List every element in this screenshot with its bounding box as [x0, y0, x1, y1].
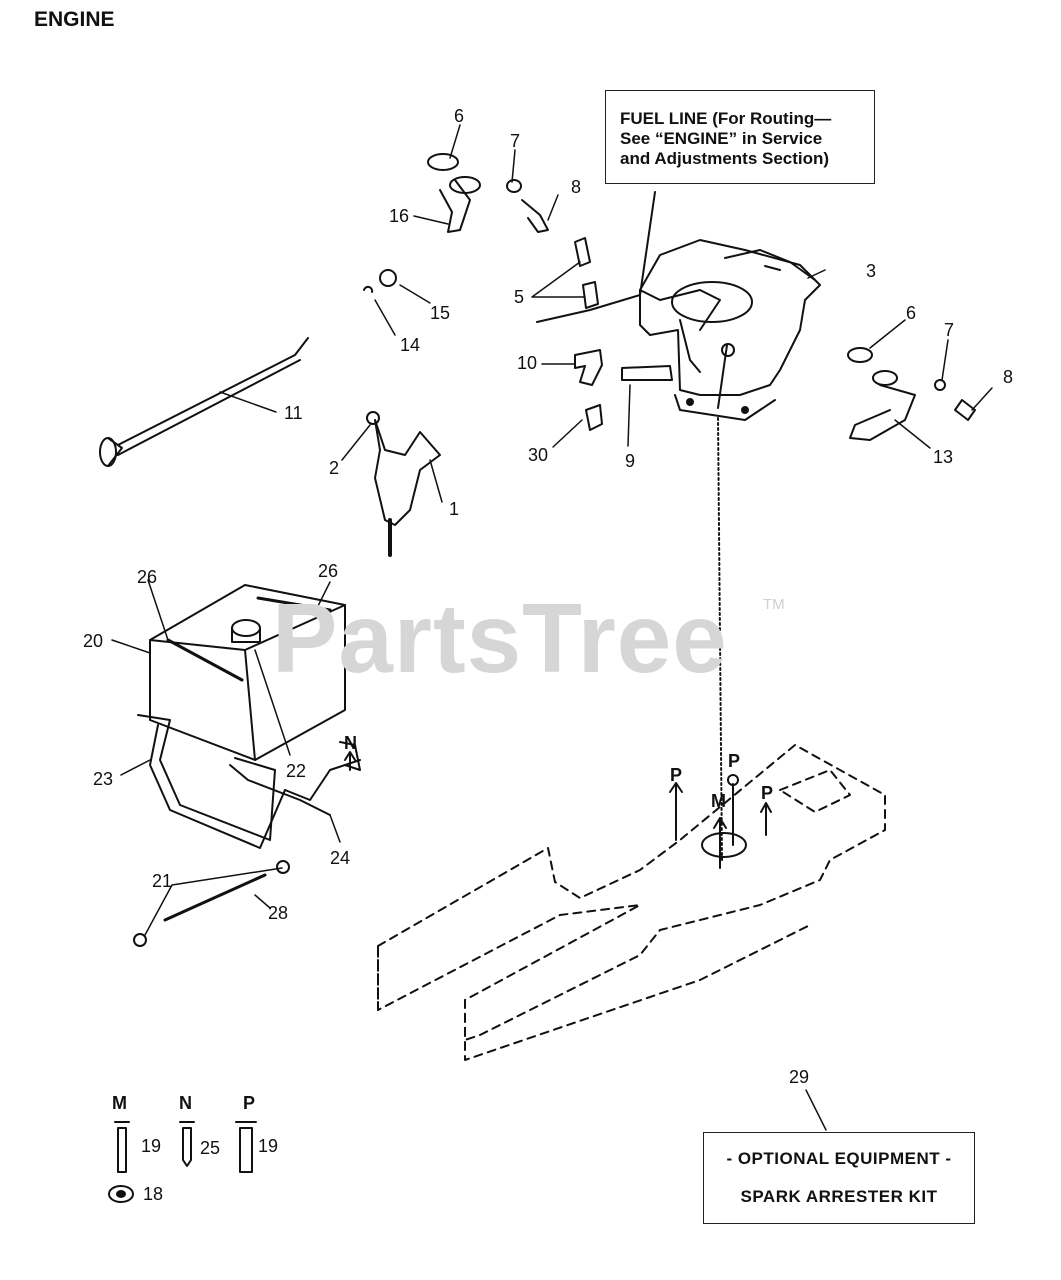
part-label-6: 6 — [454, 106, 465, 126]
part-label-30: 30 — [528, 445, 549, 465]
key-letter-p-left: P — [670, 765, 683, 785]
part-label-14: 14 — [400, 335, 421, 355]
key-letter-p-right: P — [761, 783, 774, 803]
clamp-hose — [133, 860, 290, 947]
fuel-line — [536, 191, 656, 323]
part-label-18: 18 — [143, 1184, 164, 1204]
choke-cable — [99, 337, 309, 467]
part-label-2: 2 — [329, 458, 340, 478]
part-label-22: 22 — [286, 761, 307, 781]
part-label-5: 5 — [514, 287, 525, 307]
key-letter-m-mid: M — [711, 791, 726, 811]
part-label-19-p: 19 — [258, 1136, 279, 1156]
part-label-24: 24 — [330, 848, 351, 868]
key-letter-n-frame: N — [344, 733, 357, 753]
page-title: ENGINE — [34, 8, 115, 31]
fuel-line-note: FUEL LINE (For Routing— See “ENGINE” in … — [605, 90, 875, 184]
chassis-frame — [377, 744, 886, 1061]
throttle-bracket — [366, 411, 441, 557]
part-label-3: 3 — [866, 261, 877, 281]
part-label-20: 20 — [83, 631, 104, 651]
key-letter-m: M — [112, 1093, 127, 1113]
part-label-6-right: 6 — [906, 303, 917, 323]
mount-arrows — [344, 751, 772, 869]
part-label-26-left: 26 — [137, 567, 158, 587]
watermark-tm: TM — [763, 596, 785, 613]
leader-lines — [111, 124, 993, 1131]
part-label-26-right: 26 — [318, 561, 339, 581]
tank-strap — [137, 714, 361, 849]
key-letter-p: P — [243, 1093, 256, 1113]
fuel-tank — [149, 584, 346, 761]
part-label-19-m: 19 — [141, 1136, 162, 1156]
fuel-line-note-line1: FUEL LINE (For Routing— — [620, 109, 832, 128]
optional-equipment-line2: SPARK ARRESTER KIT — [740, 1187, 938, 1206]
part-label-21: 21 — [152, 871, 173, 891]
part-label-8-right: 8 — [1003, 367, 1014, 387]
key-letter-n: N — [179, 1093, 192, 1113]
control-rod — [717, 417, 723, 861]
fuel-line-note-line2: See “ENGINE” in Service — [620, 129, 823, 148]
key-letter-p-mid: P — [728, 751, 741, 771]
intake-parts — [574, 349, 673, 431]
part-label-13: 13 — [933, 447, 954, 467]
part-label-7: 7 — [510, 131, 521, 151]
part-label-28: 28 — [268, 903, 289, 923]
part-label-1: 1 — [449, 499, 460, 519]
watermark-text: PartsTree — [272, 583, 728, 693]
part-label-15: 15 — [430, 303, 451, 323]
part-label-9: 9 — [625, 451, 636, 471]
optional-equipment-box: - OPTIONAL EQUIPMENT - SPARK ARRESTER KI… — [703, 1132, 975, 1224]
part-label-16: 16 — [389, 206, 410, 226]
fuel-line-note-line3: and Adjustments Section) — [620, 149, 830, 168]
part-label-25: 25 — [200, 1138, 221, 1158]
part-label-10: 10 — [517, 353, 538, 373]
part-label-29: 29 — [789, 1067, 810, 1087]
part-label-8: 8 — [571, 177, 582, 197]
optional-equipment-line1: - OPTIONAL EQUIPMENT - — [726, 1149, 952, 1168]
right-muffler — [847, 347, 976, 441]
engine — [639, 239, 821, 421]
part-label-23: 23 — [93, 769, 114, 789]
fastener-key — [108, 1121, 257, 1203]
part-label-7-right: 7 — [944, 320, 955, 340]
left-exhaust-parts — [363, 153, 549, 293]
part-label-11: 11 — [284, 403, 303, 423]
